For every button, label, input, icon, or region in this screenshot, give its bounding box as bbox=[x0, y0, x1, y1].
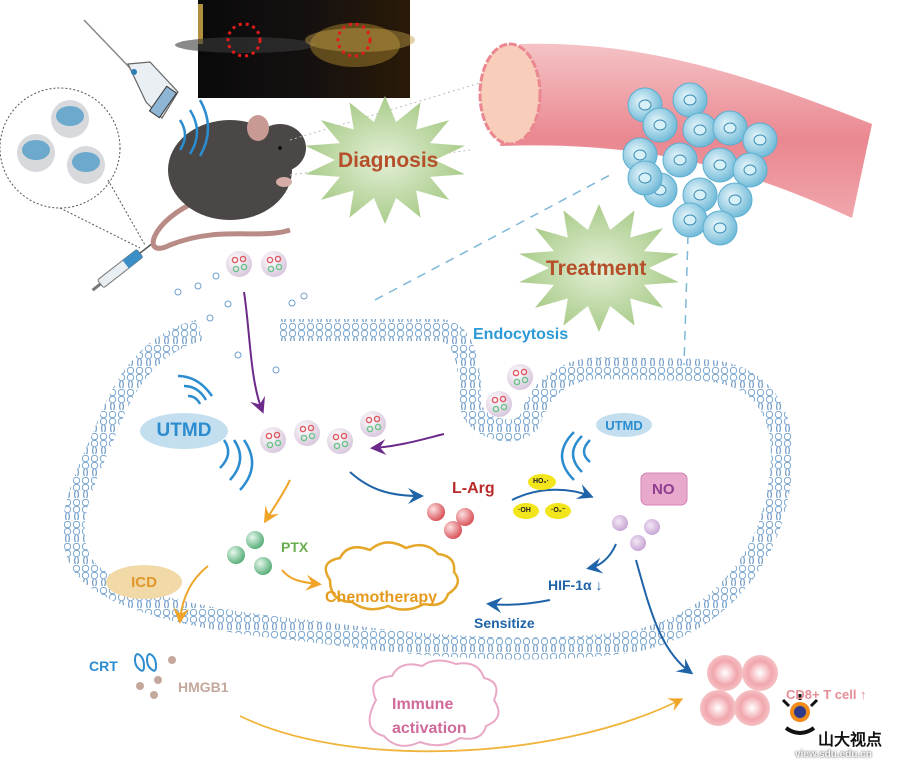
nanoparticle bbox=[360, 411, 386, 437]
icd-label: ICD bbox=[131, 573, 157, 591]
no-box bbox=[640, 472, 688, 506]
tumor-roi-marker-right bbox=[336, 22, 372, 58]
arrow-injection bbox=[243, 291, 265, 414]
tumor-cell-nucleus bbox=[753, 134, 767, 146]
arrow-to-larg bbox=[349, 471, 424, 504]
watermark-url: view.sdu.edu.cn bbox=[795, 749, 872, 760]
cell-membrane bbox=[62, 319, 793, 660]
ultrasound-wave-icon bbox=[178, 99, 210, 157]
ultrasound-probe-icon bbox=[83, 19, 179, 119]
tumor-cell-nucleus bbox=[683, 214, 697, 226]
utmd-right-badge: UTMD bbox=[596, 413, 652, 437]
ultrasound-wave-icon-left bbox=[177, 374, 254, 491]
cd8-t-cells bbox=[700, 655, 778, 726]
nanoparticle bbox=[261, 251, 287, 277]
crt-label: CRT bbox=[89, 658, 118, 674]
tumor-cell-nucleus bbox=[713, 222, 727, 234]
l-arg-molecules bbox=[427, 503, 474, 539]
nanoparticle bbox=[260, 427, 286, 453]
arrow-no-to-hif bbox=[586, 543, 617, 574]
tumor-cell-cluster bbox=[622, 82, 778, 246]
tumor-cell-nucleus bbox=[693, 124, 707, 136]
arrow-ros bbox=[511, 484, 594, 501]
immune-activation-cloud bbox=[368, 659, 500, 747]
ultrasound-wave-icon-right bbox=[560, 431, 591, 481]
syringe-icon bbox=[91, 242, 153, 292]
microbubble-icon bbox=[17, 100, 105, 184]
hif-label: HIF-1α ↓ bbox=[548, 577, 603, 593]
mouse-icon bbox=[150, 99, 306, 251]
nanoparticle bbox=[486, 391, 512, 417]
chemotherapy-cloud bbox=[324, 541, 460, 611]
arrow-to-icd bbox=[173, 565, 209, 624]
arrow-sensitize bbox=[486, 597, 551, 614]
tumor-cell-nucleus bbox=[638, 172, 652, 184]
tumor-cell-nucleus bbox=[743, 164, 757, 176]
ptx-molecules bbox=[227, 531, 272, 575]
l-arg-label: L-Arg bbox=[452, 480, 495, 497]
o2-radical bbox=[545, 503, 571, 519]
treatment-label: Treatment bbox=[546, 257, 647, 280]
nanoparticle-zoom-callout bbox=[0, 87, 146, 249]
tumor-cell-nucleus bbox=[713, 159, 727, 171]
crt-receptor-icon bbox=[134, 653, 158, 672]
ptx-label: PTX bbox=[281, 539, 309, 555]
no-label: NO bbox=[652, 481, 675, 498]
no-molecules bbox=[612, 515, 660, 551]
lipid-fragments bbox=[174, 272, 308, 374]
icd-badge: ICD bbox=[106, 565, 182, 599]
nanoparticle bbox=[507, 364, 533, 390]
nanoparticles bbox=[226, 251, 533, 454]
o2-label: ·O₂⁻ bbox=[551, 507, 566, 514]
endocytosis-label: Endocytosis bbox=[473, 326, 569, 343]
nanoparticle bbox=[294, 420, 320, 446]
nanoparticle bbox=[327, 428, 353, 454]
tumor-cell-nucleus bbox=[653, 119, 667, 131]
immune-label-line1: Immune bbox=[392, 696, 454, 713]
tumor-cell-nucleus bbox=[723, 122, 737, 134]
watermark-name: 山大视点 bbox=[818, 732, 883, 749]
oh-radical bbox=[513, 503, 539, 519]
tumor-cell-nucleus bbox=[728, 194, 742, 206]
immune-label-line2: activation bbox=[392, 720, 467, 737]
utmd-right-label: UTMD bbox=[605, 417, 643, 433]
utmd-left-badge: UTMD bbox=[140, 413, 228, 449]
tumor-cell-nucleus bbox=[683, 94, 697, 106]
tumor-roi-marker-left bbox=[226, 22, 262, 58]
nanoparticle bbox=[226, 251, 252, 277]
ho2-label: HO₂· bbox=[533, 478, 549, 485]
hmgb1-label: HMGB1 bbox=[178, 679, 229, 695]
utmd-left-label: UTMD bbox=[156, 420, 212, 441]
arrow-to-ptx bbox=[263, 479, 291, 524]
arrow-to-cd8 bbox=[635, 559, 694, 675]
ultrasound-image-panel bbox=[175, 0, 415, 98]
ros-species bbox=[513, 474, 571, 519]
diagnosis-label: Diagnosis bbox=[338, 149, 439, 172]
oh-label: ·OH bbox=[518, 507, 531, 514]
arrow-endocytosis bbox=[370, 433, 445, 456]
arrow-immune bbox=[239, 698, 684, 753]
chemotherapy-label: Chemotherapy bbox=[325, 589, 438, 606]
watermark-logo-icon bbox=[781, 694, 819, 735]
tumor-cell-nucleus bbox=[693, 189, 707, 201]
diagnosis-starburst bbox=[305, 96, 465, 224]
tumor-cell-nucleus bbox=[673, 154, 687, 166]
ho2-radical bbox=[528, 474, 556, 490]
tumor-cell-nucleus bbox=[633, 149, 647, 161]
treatment-starburst bbox=[519, 204, 679, 332]
sensitize-label: Sensitize bbox=[474, 615, 535, 631]
tumor-cell-nucleus bbox=[638, 99, 652, 111]
cd8-label: CD8+ T cell ↑ bbox=[786, 687, 867, 702]
hmgb1-molecules bbox=[136, 656, 176, 699]
arrow-to-chemo bbox=[281, 569, 322, 591]
